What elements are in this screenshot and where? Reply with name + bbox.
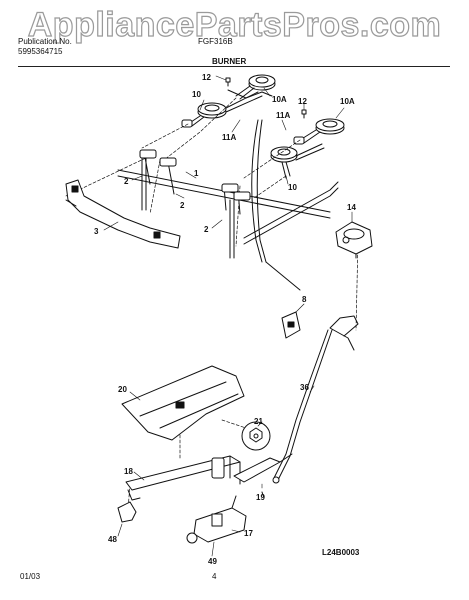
section-title: BURNER [212,57,247,66]
screw-12-b [301,109,307,119]
oven-igniter [233,453,293,499]
callout-12-a: 12 [202,73,211,82]
callout-2-b: 2 [180,201,185,210]
gas-manifold [117,119,339,291]
oven-baffle [121,365,245,441]
callout-20: 20 [118,385,127,394]
burner-head-right-rear [293,118,345,145]
oven-safety-valve [186,495,247,544]
callout-19: 19 [256,493,265,502]
oven-burner [125,455,241,501]
callout-18: 18 [124,467,133,476]
callout-11a-b: 11A [222,133,236,142]
detail-nut [241,421,271,451]
oven-tube [272,315,359,484]
callout-11a-a: 11A [276,111,290,120]
burner-head-right-front [270,143,325,179]
burner-head-rear-left-b [227,74,276,100]
pressure-regulator [335,221,373,259]
callout-48: 48 [108,535,117,544]
burner-valves [139,149,251,259]
callout-36: 36 [300,383,309,392]
watermark-logo: AppliancePartsPros.com [27,5,442,44]
bracket-48 [117,501,137,523]
callout-2-a: 2 [124,177,129,186]
callout-8: 8 [302,295,307,304]
callout-10-b: 10 [288,183,297,192]
callout-49: 49 [208,557,217,566]
footer-date: 01/03 [20,572,41,581]
header-rule [18,66,450,67]
igniter-switch [281,311,301,339]
model-number: FGF316B [198,37,233,46]
callout-10a-b: 10A [340,97,355,106]
callout-10-a: 10 [192,90,201,99]
burner-head-rear-left [181,91,263,128]
publication-label: Publication No. [18,37,72,46]
leader-lines [103,75,353,557]
screw-12-a [225,77,231,87]
callout-21: 21 [254,417,263,426]
callout-3: 3 [94,227,99,236]
alignment-lines [65,97,359,511]
page-number: 4 [212,572,217,581]
callout-1: 1 [194,169,199,178]
callout-10a-a: 10A [272,95,287,104]
manifold-bracket [65,179,181,249]
callout-2-c: 2 [204,225,209,234]
publication-number: 5995364715 [18,47,63,56]
diagram-code: L24B0003 [322,548,360,557]
callout-14: 14 [347,203,356,212]
callout-12-b: 12 [298,97,307,106]
callout-17: 17 [244,529,253,538]
